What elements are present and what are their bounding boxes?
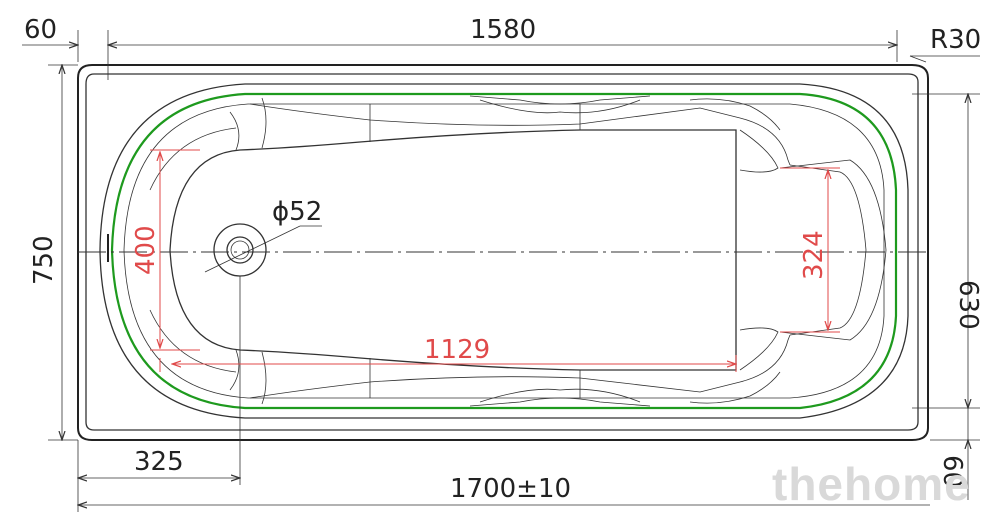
bottom-dimensions [78, 276, 930, 512]
bottom-width-right-dim: 324 [799, 230, 829, 280]
left-rim-dim: 60 [24, 15, 57, 45]
corner-radius-dim: R30 [930, 25, 981, 55]
top-dimensions [22, 30, 980, 80]
bottom-width-left-dim: 400 [131, 225, 161, 275]
bottom-length-dim: 1129 [424, 335, 490, 365]
tub-basin-floor [107, 95, 887, 407]
overall-width-dim: 750 [29, 235, 59, 285]
watermark-logo: thehome [772, 458, 971, 510]
drain-offset-dim: 325 [134, 447, 184, 477]
inner-length-dim: 1580 [470, 15, 536, 45]
green-bowl-outline [110, 92, 898, 410]
tub-bowl-contour [99, 83, 909, 419]
overall-length-dim: 1700±10 [450, 474, 571, 504]
drain [204, 223, 322, 277]
tub-outer-rim [77, 64, 929, 441]
right-dimensions [912, 94, 980, 500]
left-dimensions [48, 65, 78, 440]
bottom-rim-dim: 60 [937, 455, 967, 488]
drain-diameter-label: ϕ52 [272, 197, 322, 227]
inner-width-dim: 630 [953, 280, 983, 330]
red-inner-dimensions [150, 149, 840, 372]
